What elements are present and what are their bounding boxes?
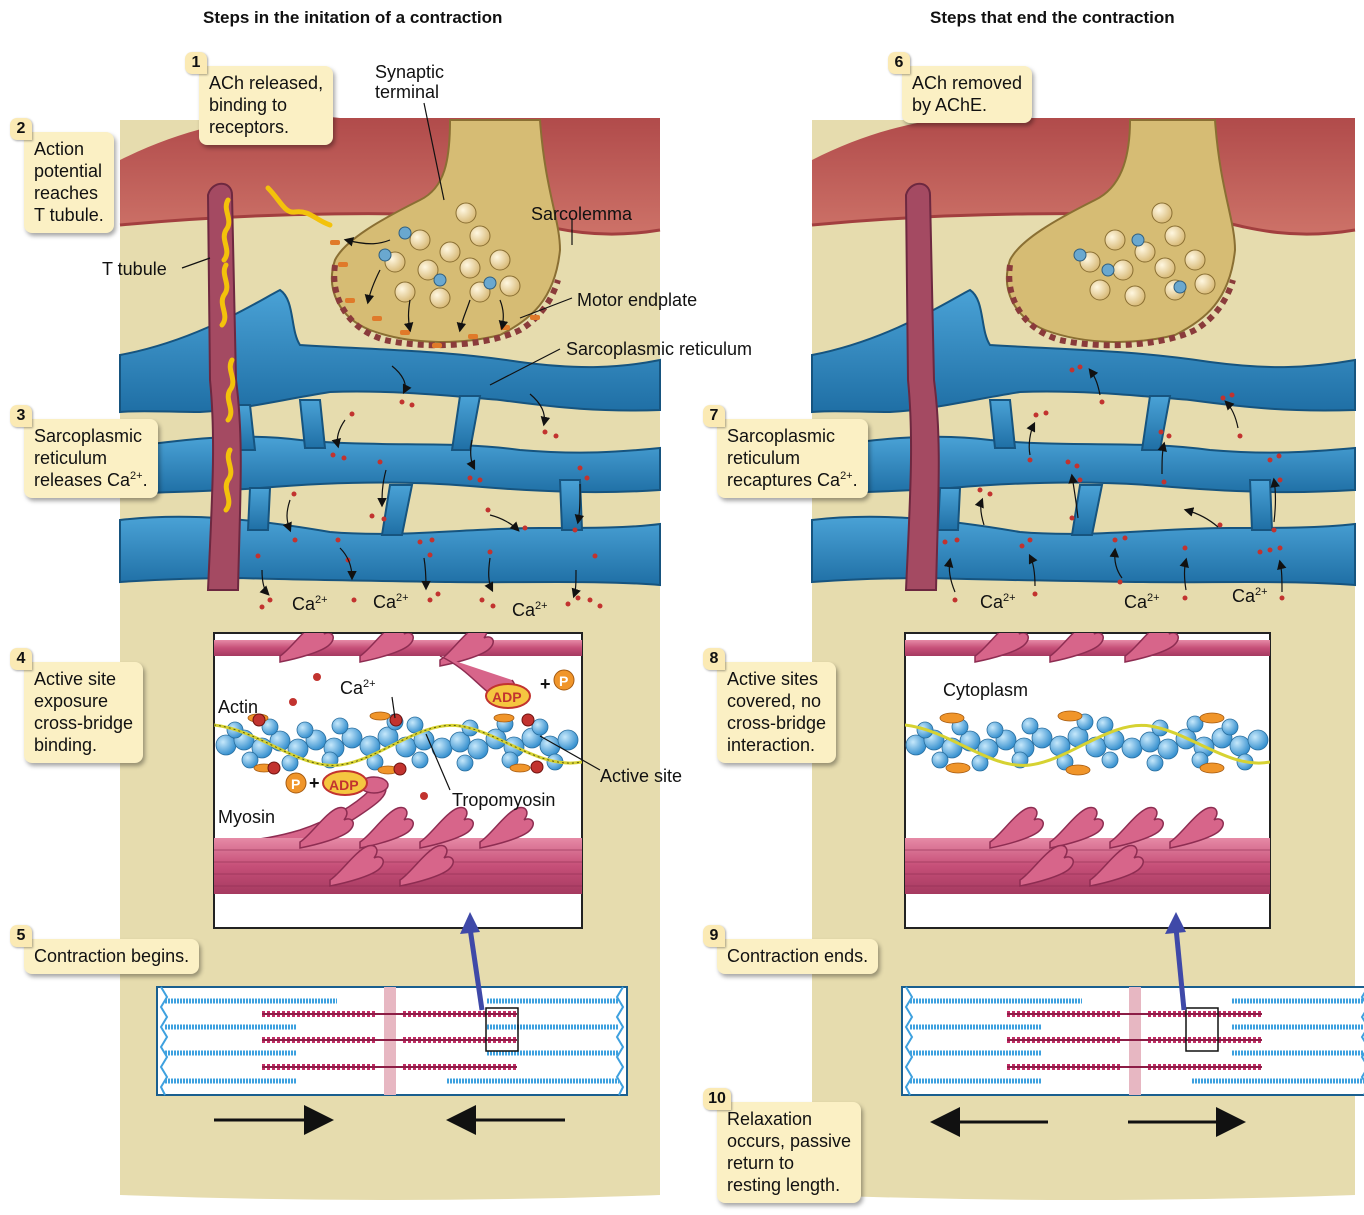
step-4-number: 4 (10, 648, 32, 670)
calcium-symbol: Ca (980, 592, 1003, 612)
motor-endplate-label: Motor endplate (577, 290, 697, 310)
step-7-number: 7 (703, 405, 725, 427)
step-1-number: 1 (185, 52, 207, 74)
calcium-label: Ca2+ (980, 592, 1016, 612)
active-site-label: Active site (600, 766, 682, 786)
step-8-number: 8 (703, 648, 725, 670)
calcium-label: Ca2+ (340, 678, 376, 698)
calcium-charge: 2+ (363, 678, 376, 690)
step-9-text: Contraction ends. (717, 939, 878, 974)
right-title: Steps that end the contraction (930, 8, 1175, 28)
step-3-number: 3 (10, 405, 32, 427)
plus-sign: + (540, 674, 551, 694)
synaptic-terminal-label: Synaptic terminal (375, 62, 444, 102)
cytoplasm-label: Cytoplasm (943, 680, 1028, 700)
step-6-text: ACh removed by AChE. (902, 66, 1032, 123)
calcium-label: Ca2+ (1232, 586, 1268, 606)
calcium-charge: 2+ (315, 594, 328, 606)
step-7-text: Sarcoplasmic reticulum recaptures Ca2+. (717, 419, 868, 498)
step-3-main: Sarcoplasmic reticulum releases Ca (34, 426, 142, 490)
calcium-symbol: Ca (340, 678, 363, 698)
calcium-charge: 2+ (1255, 586, 1268, 598)
step-2-number: 2 (10, 118, 32, 140)
calcium-label: Ca2+ (292, 594, 328, 614)
step-8-text: Active sites covered, no cross-bridge in… (717, 662, 836, 763)
step-3-text: Sarcoplasmic reticulum releases Ca2+. (24, 419, 158, 498)
calcium-charge: 2+ (1147, 592, 1160, 604)
calcium-symbol: Ca (373, 592, 396, 612)
myosin-label: Myosin (218, 807, 275, 827)
step-9-number: 9 (703, 925, 725, 947)
adp-label: ADP (329, 775, 359, 795)
calcium-label: Ca2+ (512, 600, 548, 620)
step-1-text: ACh released, binding to receptors. (199, 66, 333, 145)
phosphate-label: P (291, 774, 300, 794)
tropomyosin-label: Tropomyosin (452, 790, 555, 810)
calcium-charge: 2+ (396, 592, 409, 604)
plus-sign: + (309, 773, 320, 793)
phosphate-label: P (559, 671, 568, 691)
calcium-symbol: Ca (1232, 586, 1255, 606)
step-3-tail: . (143, 470, 148, 490)
calcium-label: Ca2+ (373, 592, 409, 612)
calcium-charge: 2+ (1003, 592, 1016, 604)
step-3-sup: 2+ (130, 470, 143, 482)
step-4-text: Active site exposure cross-bridge bindin… (24, 662, 143, 763)
step-7-tail: . (853, 470, 858, 490)
step-7-sup: 2+ (840, 470, 853, 482)
sarcoplasmic-reticulum-label: Sarcoplasmic reticulum (566, 339, 752, 359)
left-title: Steps in the initation of a contraction (203, 8, 502, 28)
t-tubule-label: T tubule (102, 259, 167, 279)
sarcolemma-label: Sarcolemma (531, 204, 632, 224)
step-2-text: Action potential reaches T tubule. (24, 132, 114, 233)
step-6-number: 6 (888, 52, 910, 74)
actin-label: Actin (218, 697, 258, 717)
calcium-label: Ca2+ (1124, 592, 1160, 612)
calcium-charge: 2+ (535, 600, 548, 612)
calcium-symbol: Ca (512, 600, 535, 620)
calcium-symbol: Ca (292, 594, 315, 614)
step-7-main: Sarcoplasmic reticulum recaptures Ca (727, 426, 840, 490)
step-10-text: Relaxation occurs, passive return to res… (717, 1102, 861, 1203)
step-5-text: Contraction begins. (24, 939, 199, 974)
step-10-number: 10 (703, 1088, 731, 1110)
step-5-number: 5 (10, 925, 32, 947)
adp-label: ADP (492, 687, 522, 707)
calcium-symbol: Ca (1124, 592, 1147, 612)
